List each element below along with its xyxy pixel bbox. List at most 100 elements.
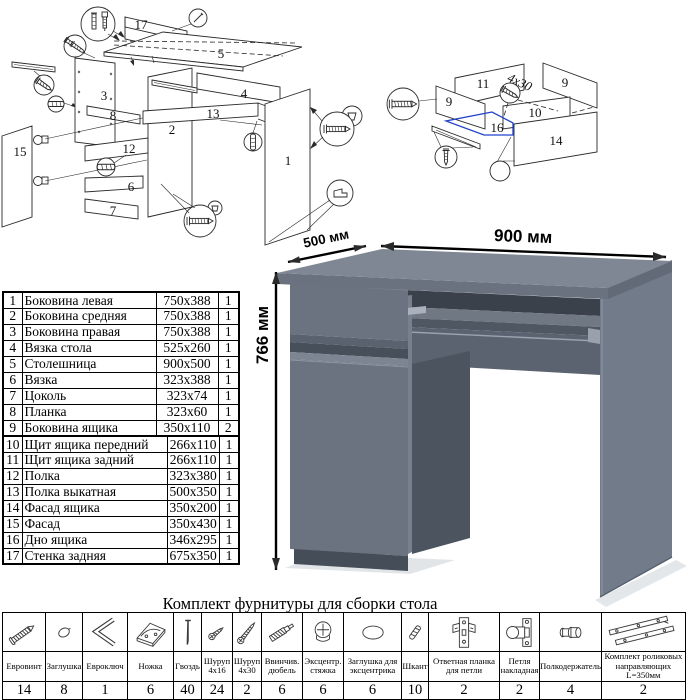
label-11: 11 [477,76,490,91]
icon-cell [401,612,429,652]
exploded-drawer-diagram: 11 9 9 10 16 14 4х30 [386,62,598,182]
part-num: 6 [2,371,23,389]
plinth [294,549,408,571]
hw-qty: 2 [600,680,686,700]
part-num: 15 [2,515,23,533]
label-3: 3 [101,88,108,103]
part-qty: 2 [217,419,240,437]
part-qty: 1 [217,291,240,309]
confirmat-screw-icon [8,624,35,645]
icon-cell [343,612,402,652]
screw-in-dowel-icon [268,622,295,642]
confirmat-callout [33,74,55,96]
part-size: 266x110 [166,451,220,469]
part-num: 16 [2,531,23,549]
hw-qty: 6 [261,680,303,700]
label-1: 1 [285,153,292,168]
label-7: 7 [110,203,117,218]
part-name: Стенка задняя [21,547,168,565]
icon-cell [127,612,174,652]
hw-name: Ввинчив. дюбель [261,651,303,682]
part-name: Щит ящика передний [21,435,168,453]
door-front [290,359,408,556]
eurovint-callout-right [310,105,363,149]
icon-cell [82,612,128,652]
part-num: 1 [2,291,23,309]
icon-cell [2,612,46,652]
part-size: 323x60 [155,403,219,421]
hex-key-icon [91,617,116,646]
hw-name: Заглушка для эксцентрика [343,651,402,682]
overlay-hinge-icon [505,617,532,647]
screws-callout [62,34,96,59]
hw-name: Полкодержатель [539,651,602,682]
part-num: 8 [2,403,23,421]
part-qty: 1 [217,307,240,325]
tray-rail-left [407,306,426,315]
hw-qty: 14 [2,680,46,700]
part-qty: 1 [217,355,240,373]
part-num: 9 [2,419,23,437]
part-qty: 1 [218,483,240,501]
gap-bevel [290,352,408,366]
nail-icon [184,619,191,645]
part-num: 17 [2,547,23,565]
part-name: Боковина ящика [21,419,157,437]
part-drawer-side-right [542,62,598,109]
part-size: 346x295 [166,531,220,549]
drawer-slide-left [11,61,56,78]
part-size: 266x110 [166,435,220,453]
label-16: 16 [491,120,505,135]
part-qty: 1 [217,371,240,389]
part-qty: 1 [217,403,240,421]
part-size: 750x388 [155,291,219,309]
part-name: Полка [21,467,168,485]
part-num: 3 [2,323,23,341]
part-name: Боковина левая [21,291,157,309]
part-size: 750x388 [155,323,219,341]
icon-cell [539,612,602,652]
icon-cell [600,612,686,652]
nail-callout [171,8,208,32]
icon-cell [173,612,202,652]
hw-name: Гвоздь [173,651,202,682]
label-10: 10 [529,105,542,120]
part-plinth [84,198,139,220]
part-num: 7 [2,387,23,405]
label-9r: 9 [562,75,569,90]
part-name: Полка выкатная [21,483,168,501]
part-qty: 1 [217,339,240,357]
right-panel [600,260,672,597]
plastic-foot-icon [135,622,166,647]
hw-name: Заглушка [45,651,83,682]
wood-dowel-icon [409,624,421,640]
part-num: 13 [2,483,23,501]
part-qty: 1 [218,515,240,533]
tray-edge [406,318,600,336]
hw-qty: 10 [401,680,429,700]
tabletop-front-edge [277,273,608,299]
part-name: Щит ящика задний [21,451,168,469]
hw-qty: 6 [127,680,174,700]
cam-lock-icon [314,620,332,642]
icon-cell [232,612,262,652]
label-13: 13 [207,106,220,121]
part-size: 323x380 [166,467,220,485]
long-screw-callout [386,87,438,121]
roller-slides-icon [608,615,675,645]
part-qty: 1 [218,499,240,517]
hw-name: Евровинт [2,651,46,682]
part-right-side [264,88,311,246]
part-drawer-side-left [435,85,486,130]
hw-qty: 24 [201,680,233,700]
hw-qty: 8 [45,680,83,700]
hw-qty: 2 [428,680,500,700]
